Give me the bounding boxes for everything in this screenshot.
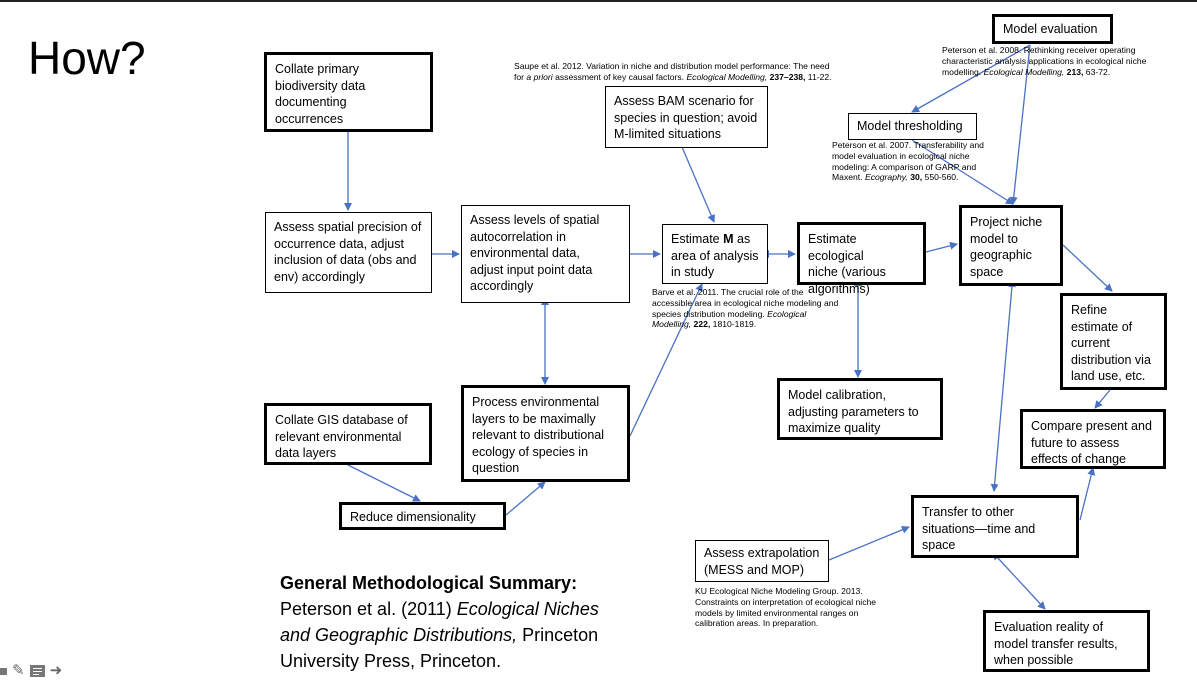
ref-saupe-pages: 11-22. (805, 71, 832, 82)
ref-peterson-2008: Peterson et al. 2008. Rethinking receive… (942, 45, 1182, 77)
menu-icon-line (32, 668, 42, 669)
ref-barve-journal: Ecological Modelling, (652, 308, 807, 330)
menu-icon-line (32, 671, 42, 672)
ref-peterson2008-volume: 213, (1064, 66, 1084, 77)
box-transfer-situations: Transfer to other situations—time and sp… (911, 495, 1079, 558)
summary-line-3: and Geographic Distributions, Princeton (280, 622, 599, 648)
arrow-refine-to-compare (1094, 389, 1111, 409)
box-assess-extrapolation: Assess extrapolation (MESS and MOP) (695, 540, 829, 582)
summary-heading: General Methodological Summary: (280, 573, 578, 593)
ref-ku-group-2013: KU Ecological Niche Modeling Group. 2013… (695, 586, 877, 629)
arrow-transfer-evaluation (992, 551, 1046, 610)
ref-peterson2008-text: Peterson et al. 2008. Rethinking receive… (942, 45, 1147, 77)
ref-saupe-assessment: assessment of key causal factors. (552, 71, 687, 82)
box-collate-gis-database: Collate GIS database of relevant environ… (264, 403, 432, 465)
summary-publisher-part1: Princeton (517, 625, 599, 645)
summary-publisher-line: University Press, Princeton. (280, 651, 502, 671)
next-arrow-icon[interactable]: ➜ (49, 662, 63, 679)
ref-peterson2007-volume: 30, (907, 172, 923, 183)
box-assess-spatial-precision: Assess spatial precision of occurrence d… (265, 212, 432, 293)
box-evaluation-reality: Evaluation reality of model transfer res… (983, 610, 1150, 672)
methodological-summary: General Methodological Summary: Peterson… (280, 570, 599, 674)
estimate-m-suffix: as area of analysis in study (671, 232, 759, 279)
box-estimate-niche: Estimate ecological niche (various algor… (797, 222, 926, 296)
arrow-project-to-refine (1062, 244, 1113, 292)
arrow-evaluation-to-thresholding (911, 44, 1031, 113)
arrow-project-transfer (990, 279, 1016, 492)
box-collate-primary-data: Collate primary biodiversity data docume… (264, 52, 433, 132)
arrow-process-to-m (629, 283, 703, 437)
summary-book-title-part2: and Geographic Distributions, (280, 625, 518, 645)
arrow-gis-to-reduce (347, 464, 421, 502)
box-project-niche-model: Project niche model to geographic space (959, 205, 1063, 286)
arrow-evaluation-to-project (1009, 44, 1031, 205)
arrow-reduce-to-process (505, 481, 546, 516)
arrow-transfer-to-compare (1079, 467, 1096, 521)
ref-barve-pages: 1810-1819. (710, 319, 757, 330)
box-compare-present-future: Compare present and future to assess eff… (1020, 409, 1166, 469)
menu-icon[interactable] (29, 665, 45, 677)
arrow-thresholding-to-project (911, 139, 1014, 205)
top-border-line (0, 0, 1197, 2)
presentation-toolbar: ✎ ➜ (0, 662, 62, 680)
ref-saupe-apriori: a priori (526, 71, 553, 82)
estimate-m-bold: M (723, 232, 734, 246)
arrow-extrapolation-to-transfer (828, 525, 910, 561)
ref-peterson2007-pages: 550-560. (922, 172, 959, 183)
arrow-niche-to-project (925, 241, 958, 253)
ref-peterson2007-text: Peterson et al. 2007. Transferability an… (832, 140, 984, 183)
ref-saupe-2012: Saupe et al. 2012. Variation in niche an… (514, 61, 874, 83)
ref-barve-2011: Barve et al. 2011. The crucial role of t… (652, 287, 872, 330)
box-model-thresholding: Model thresholding (848, 113, 977, 140)
pen-icon[interactable]: ✎ (12, 662, 25, 679)
ref-saupe-line1: Saupe et al. 2012. Variation in niche an… (514, 61, 830, 71)
menu-icon-line (32, 674, 39, 675)
box-assess-autocorrelation: Assess levels of spatial autocorrelation… (461, 205, 630, 303)
ref-barve-volume: 222, (691, 319, 711, 330)
box-refine-estimate: Refine estimate of current distribution … (1060, 293, 1167, 390)
summary-line-2: Peterson et al. (2011) Ecological Niches (280, 596, 599, 622)
ref-peterson2007-journal: Ecography, (864, 172, 908, 183)
box-reduce-dimensionality: Reduce dimensionality (339, 502, 506, 530)
box-model-calibration: Model calibration, adjusting parameters … (777, 378, 943, 440)
box-assess-bam: Assess BAM scenario for species in quest… (605, 86, 768, 148)
ref-saupe-journal: Ecological Modelling, (686, 71, 768, 82)
estimate-m-prefix: Estimate (671, 232, 724, 246)
box-process-env-layers: Process environmental layers to be maxim… (461, 385, 630, 482)
summary-book-title-part1: Ecological Niches (456, 599, 599, 619)
slide-title: How? (28, 32, 146, 84)
box-estimate-m: Estimate M as area of analysis in study (662, 224, 768, 284)
ref-barve-text: Barve et al. 2011. The crucial role of t… (652, 287, 839, 319)
ref-saupe-volume: 237–238, (767, 71, 806, 82)
box-model-evaluation: Model evaluation (992, 14, 1113, 44)
ref-peterson-2007: Peterson et al. 2007. Transferability an… (832, 140, 1012, 183)
arrow-bam-to-m (681, 146, 715, 223)
pointer-icon[interactable] (0, 667, 7, 675)
ref-saupe-for: for (514, 71, 527, 82)
summary-author: Peterson et al. (2011) (280, 599, 457, 619)
ref-peterson2008-pages: 63-72. (1083, 66, 1111, 77)
ref-peterson2008-journal: Ecological Modelling, (983, 66, 1065, 77)
